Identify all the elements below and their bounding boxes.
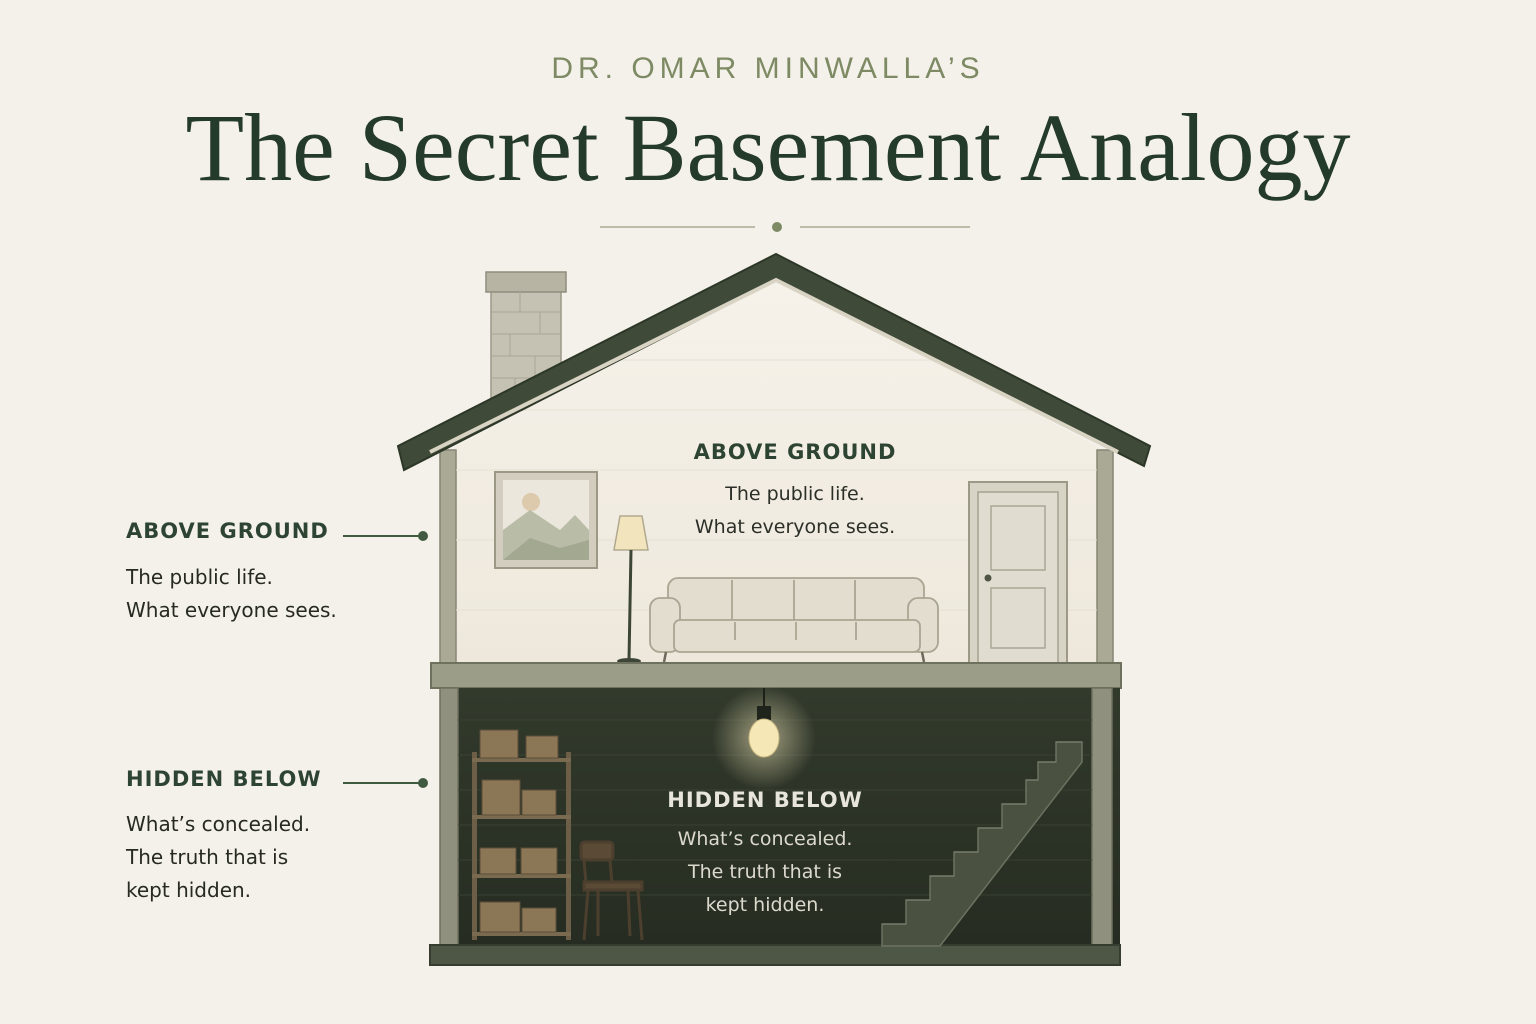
author-kicker: DR. OMAR MINWALLA’S: [551, 52, 985, 85]
callout-above-description: The public life. What everyone sees.: [126, 565, 337, 622]
roof: [396, 252, 1152, 472]
callout-below-heading: HIDDEN BELOW: [126, 767, 322, 791]
callout-connector-below: [343, 778, 428, 788]
floor-slab: [430, 662, 1122, 689]
page-title: The Secret Basement Analogy: [185, 94, 1351, 201]
framed-picture: [494, 471, 598, 569]
chair: [579, 840, 644, 941]
upper-floor-heading: ABOVE GROUND: [693, 440, 897, 464]
basement-heading: HIDDEN BELOW: [667, 788, 863, 812]
callout-above-heading: ABOVE GROUND: [126, 519, 329, 543]
callout-connector-above: [343, 531, 428, 541]
door: [968, 481, 1068, 665]
storage-shelf: [472, 729, 571, 940]
basement-stairs: [881, 741, 1083, 947]
sofa: [649, 577, 939, 663]
title-divider: [600, 222, 970, 232]
callout-below-description: What’s concealed. The truth that is kept…: [126, 812, 311, 902]
upper-floor-description: The public life. What everyone sees.: [694, 483, 896, 538]
basement-description: What’s concealed. The truth that is kept…: [677, 828, 853, 916]
light-bulb-icon: [712, 686, 816, 790]
